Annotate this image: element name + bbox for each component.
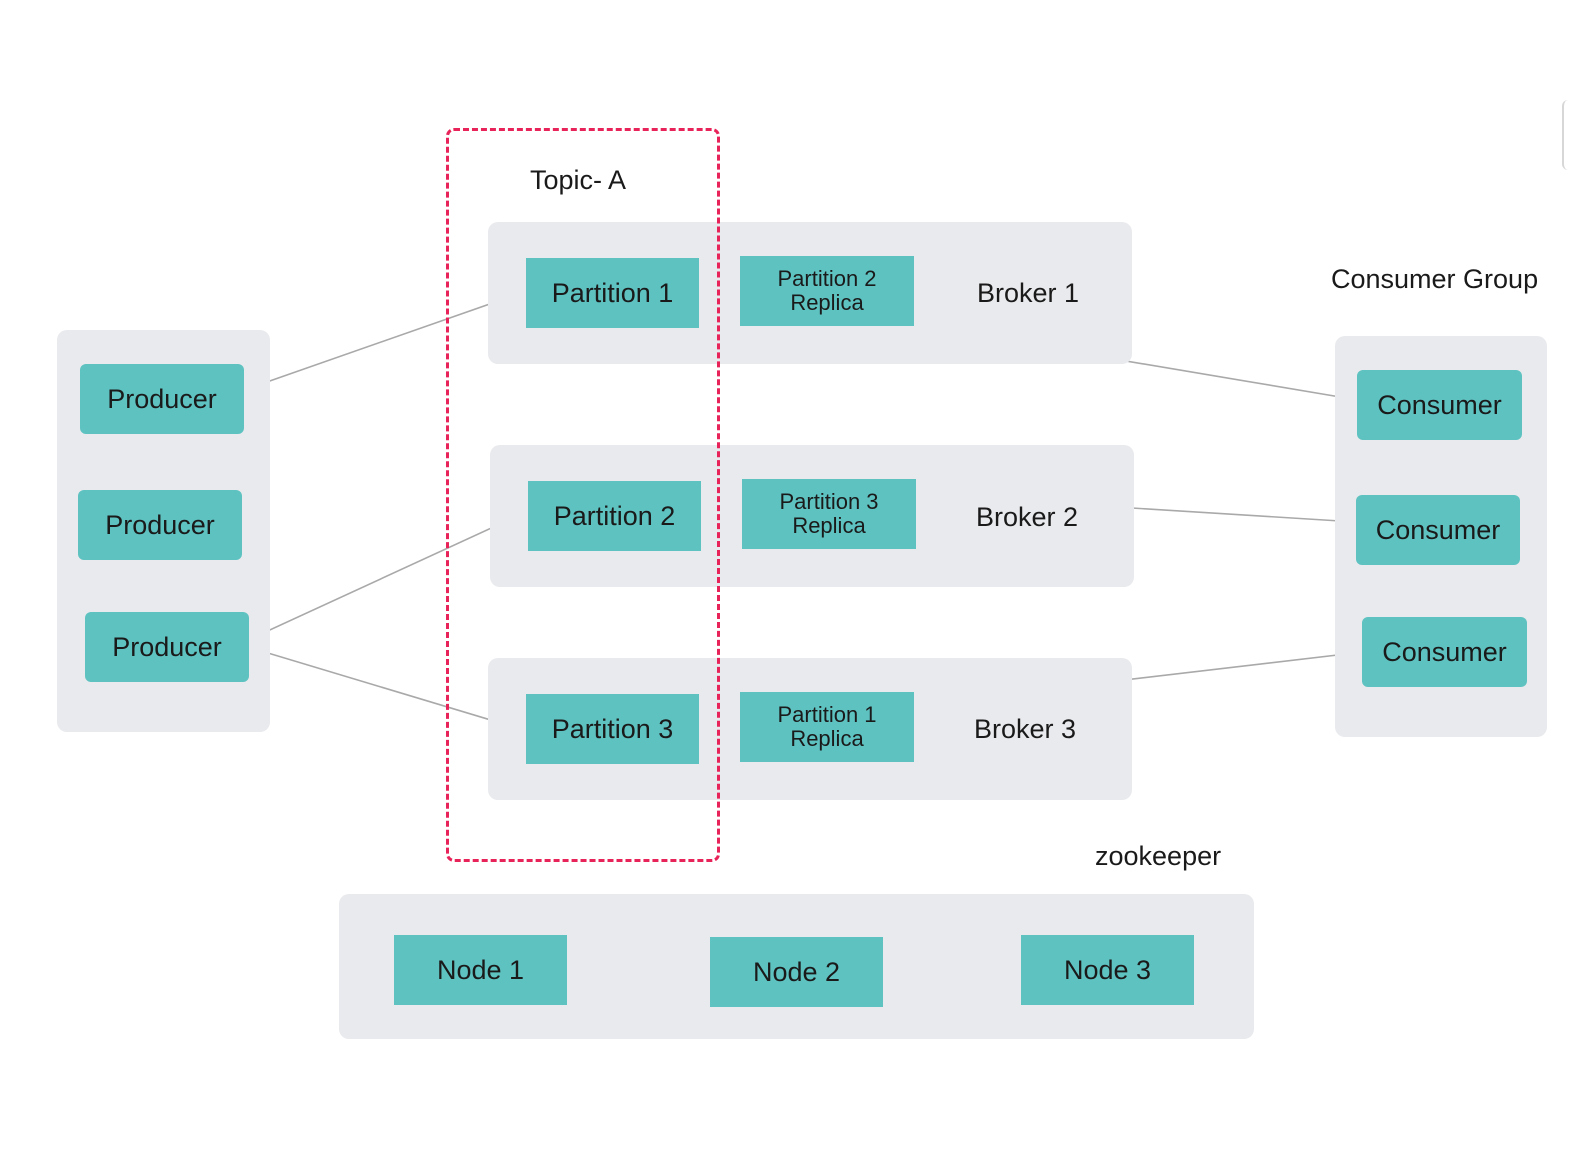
consumer-group-label: Consumer Group	[1331, 264, 1539, 294]
broker-3-partition: Partition 3	[526, 694, 699, 764]
broker-3-label: Broker 3	[974, 714, 1077, 744]
zookeeper-label: zookeeper	[1095, 841, 1222, 871]
zookeeper-node-1: Node 1	[394, 935, 567, 1005]
producer-1: Producer	[80, 364, 244, 434]
zookeeper-node-2: Node 2	[710, 937, 883, 1007]
broker-1-partition: Partition 1	[526, 258, 699, 328]
broker-1-label: Broker 1	[977, 278, 1080, 308]
consumer-1: Consumer	[1357, 370, 1522, 440]
consumer-3: Consumer	[1362, 617, 1527, 687]
producer-3: Producer	[85, 612, 249, 682]
zookeeper-node-3: Node 3	[1021, 935, 1194, 1005]
broker-2-partition: Partition 2	[528, 481, 701, 551]
topic-label: Topic- A	[530, 165, 627, 195]
topic-frame	[446, 128, 720, 862]
producer-2: Producer	[78, 490, 242, 560]
broker-2-label: Broker 2	[976, 502, 1079, 532]
window-edge	[1562, 100, 1570, 170]
consumer-2: Consumer	[1356, 495, 1520, 565]
